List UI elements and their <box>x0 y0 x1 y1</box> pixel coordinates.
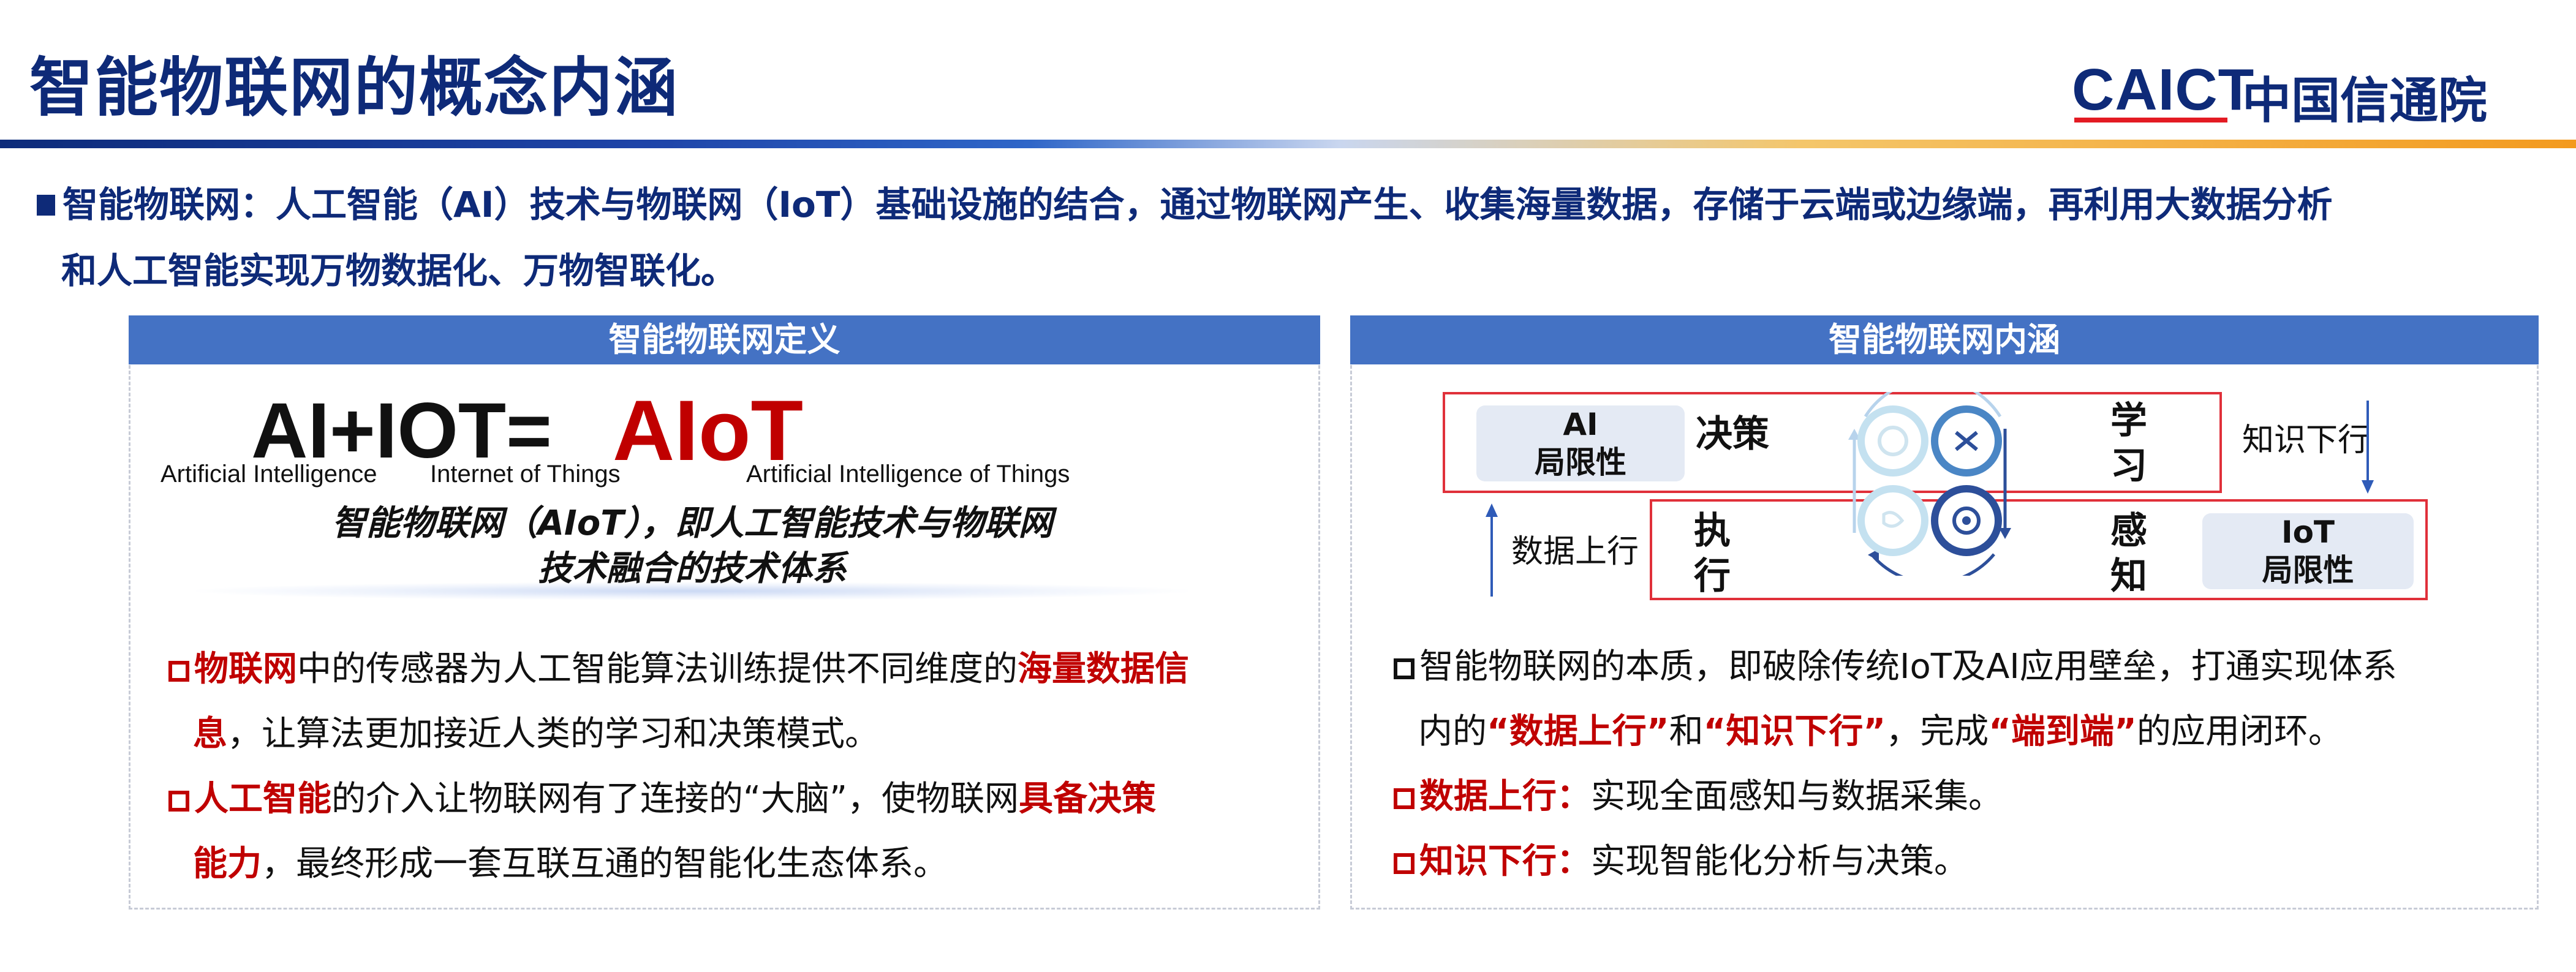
execution-label: 执 行 <box>1691 508 1734 599</box>
emphasis-text: “知识下行” <box>1703 712 1886 752</box>
bullet-text: ，让算法更加接近人类的学习和决策模式。 <box>227 714 879 754</box>
definition-panel-header: 智能物联网定义 <box>129 315 1320 364</box>
execution-perception-frame <box>1650 499 2428 600</box>
emphasis-text: “数据上行” <box>1487 712 1669 752</box>
intro-paragraph: 智能物联网：人工智能（AI）技术与物联网（IoT）基础设施的结合，通过物联网产生… <box>37 171 2555 304</box>
definition-statement: 智能物联网（AIoT），即人工智能技术与物联网 技术融合的技术体系 <box>202 501 1182 592</box>
subtitle-iot: Internet of Things <box>430 461 621 488</box>
decision-label: 决策 <box>1696 413 1769 456</box>
checkbox-bullet-icon <box>168 661 189 682</box>
iot-limitation-box: IoT 局限性 <box>2202 513 2414 589</box>
formula: AI+IOT= <box>251 387 552 475</box>
subtitle-ai: Artificial Intelligence <box>161 461 377 488</box>
definition-line-1: 智能物联网（AIoT），即人工智能技术与物联网 <box>331 503 1053 543</box>
perception-char: 感 <box>2110 510 2147 552</box>
connotation-panel-header: 智能物联网内涵 <box>1350 315 2539 364</box>
bullet-text: 的介入让物联网有了连接的“大脑”，使物联网 <box>331 779 1019 819</box>
perception-label: 感 知 <box>2107 508 2150 599</box>
emphasis-text: “端到端” <box>1989 712 2137 752</box>
emphasis-text: 海量数据信 <box>1018 649 1189 689</box>
emphasis-text: 知识下行： <box>1419 842 1591 881</box>
caict-logo: CAICT 中国信通院 <box>2072 56 2501 130</box>
emphasis-text: 息 <box>193 714 227 754</box>
checkbox-bullet-icon <box>1394 853 1415 874</box>
ai-limit-label: AI <box>1563 407 1598 442</box>
bullet-text: ，完成 <box>1886 712 1989 752</box>
data-up-arrow-icon <box>1486 503 1498 597</box>
perception-char: 知 <box>2110 555 2147 598</box>
decision-learning-frame <box>1443 392 2222 493</box>
formula-result: AIoT <box>613 382 804 478</box>
subtitle-aiot: Artificial Intelligence of Things <box>746 461 1070 488</box>
intro-line-2: 和人工智能实现万物数据化、万物智联化。 <box>61 250 737 292</box>
bullet-text: 实现智能化分析与决策。 <box>1591 842 1968 881</box>
intro-line-1: 智能物联网：人工智能（AI）技术与物联网（IoT）基础设施的结合，通过物联网产生… <box>62 184 2333 225</box>
emphasis-text: 物联网 <box>194 649 297 689</box>
emphasis-text: 具备决策 <box>1019 779 1157 819</box>
bullet-text: 中的传感器为人工智能算法训练提供不同维度的 <box>297 649 1018 689</box>
bullet-text: 内的 <box>1418 712 1487 752</box>
bullet-text: 和 <box>1669 712 1704 752</box>
knowledge-down-label: 知识下行 <box>2242 422 2370 459</box>
definition-bullet-1: 物联网中的传感器为人工智能算法训练提供不同维度的海量数据信 息，让算法更加接近人… <box>168 637 1308 767</box>
emphasis-text: 能力 <box>193 844 262 884</box>
connotation-bullet-3: 知识下行：实现智能化分析与决策。 <box>1394 829 2533 894</box>
iot-limit-label: IoT <box>2281 514 2335 550</box>
execution-char: 行 <box>1694 555 1731 598</box>
definition-bullets: 物联网中的传感器为人工智能算法训练提供不同维度的海量数据信 息，让算法更加接近人… <box>168 637 1308 897</box>
cycle-diagram-icon <box>1848 392 2011 576</box>
header-divider <box>0 140 2576 148</box>
page-title: 智能物联网的概念内涵 <box>29 50 679 125</box>
definition-bullet-2: 人工智能的介入让物联网有了连接的“大脑”，使物联网具备决策 能力，最终形成一套互… <box>168 767 1308 897</box>
connotation-bullet-1: 智能物联网的本质，即破除传统IoT及AI应用壁垒，打通实现体系 内的“数据上行”… <box>1394 635 2533 764</box>
ai-limitation-box: AI 局限性 <box>1476 405 1685 481</box>
learning-label: 学 习 <box>2107 398 2150 489</box>
ai-limit-label: 局限性 <box>1535 445 1626 480</box>
checkbox-bullet-icon <box>1394 788 1415 809</box>
square-bullet-icon <box>37 195 55 216</box>
emphasis-text: 数据上行： <box>1419 777 1591 816</box>
logo-underline <box>2074 118 2227 122</box>
definition-panel: 智能物联网定义 <box>129 315 1320 910</box>
bullet-text: 实现全面感知与数据采集。 <box>1591 777 2003 816</box>
decorative-swoosh <box>196 582 1188 600</box>
learning-char: 学 <box>2110 399 2147 442</box>
bullet-text: 的应用闭环。 <box>2136 712 2343 752</box>
knowledge-down-arrow-icon <box>2362 401 2374 494</box>
logo-chinese-name: 中国信通院 <box>2242 72 2487 129</box>
connotation-bullet-2: 数据上行：实现全面感知与数据采集。 <box>1394 764 2533 829</box>
iot-limit-label: 局限性 <box>2262 552 2354 588</box>
bullet-text: ，最终形成一套互联互通的智能化生态体系。 <box>262 844 948 884</box>
learning-char: 习 <box>2110 445 2147 488</box>
connotation-bullets: 智能物联网的本质，即破除传统IoT及AI应用壁垒，打通实现体系 内的“数据上行”… <box>1394 635 2533 894</box>
emphasis-text: 人工智能 <box>194 779 331 819</box>
data-up-label: 数据上行 <box>1511 533 1639 570</box>
logo-text: CAICT <box>2072 57 2255 122</box>
bullet-text: 智能物联网的本质，即破除传统IoT及AI应用壁垒，打通实现体系 <box>1419 647 2397 687</box>
execution-char: 执 <box>1694 510 1731 552</box>
checkbox-bullet-icon <box>168 791 189 812</box>
checkbox-bullet-icon <box>1394 658 1415 679</box>
connotation-panel: 智能物联网内涵 <box>1350 315 2539 910</box>
